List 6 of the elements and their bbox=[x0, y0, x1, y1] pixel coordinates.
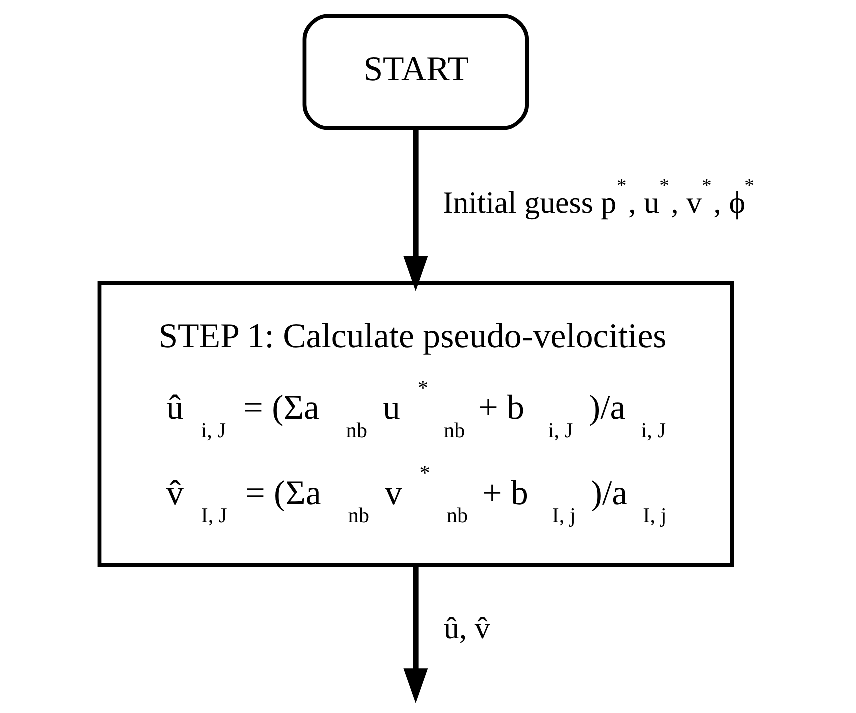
arrow bbox=[404, 566, 428, 704]
node-box: STEP 1: Calculate pseudo-velocities ûi, J = (Σanbu*nb + bi, J)/ai, J v̂I, J = (Σanbv*nb + bI, j)/aI, j bbox=[98, 281, 734, 568]
edge-label: Initial guess p*, u*, v*, ϕ* bbox=[442, 176, 754, 220]
node-box: START bbox=[302, 14, 530, 130]
arrow bbox=[404, 128, 428, 292]
edge-label: û, v̂ bbox=[444, 610, 490, 646]
